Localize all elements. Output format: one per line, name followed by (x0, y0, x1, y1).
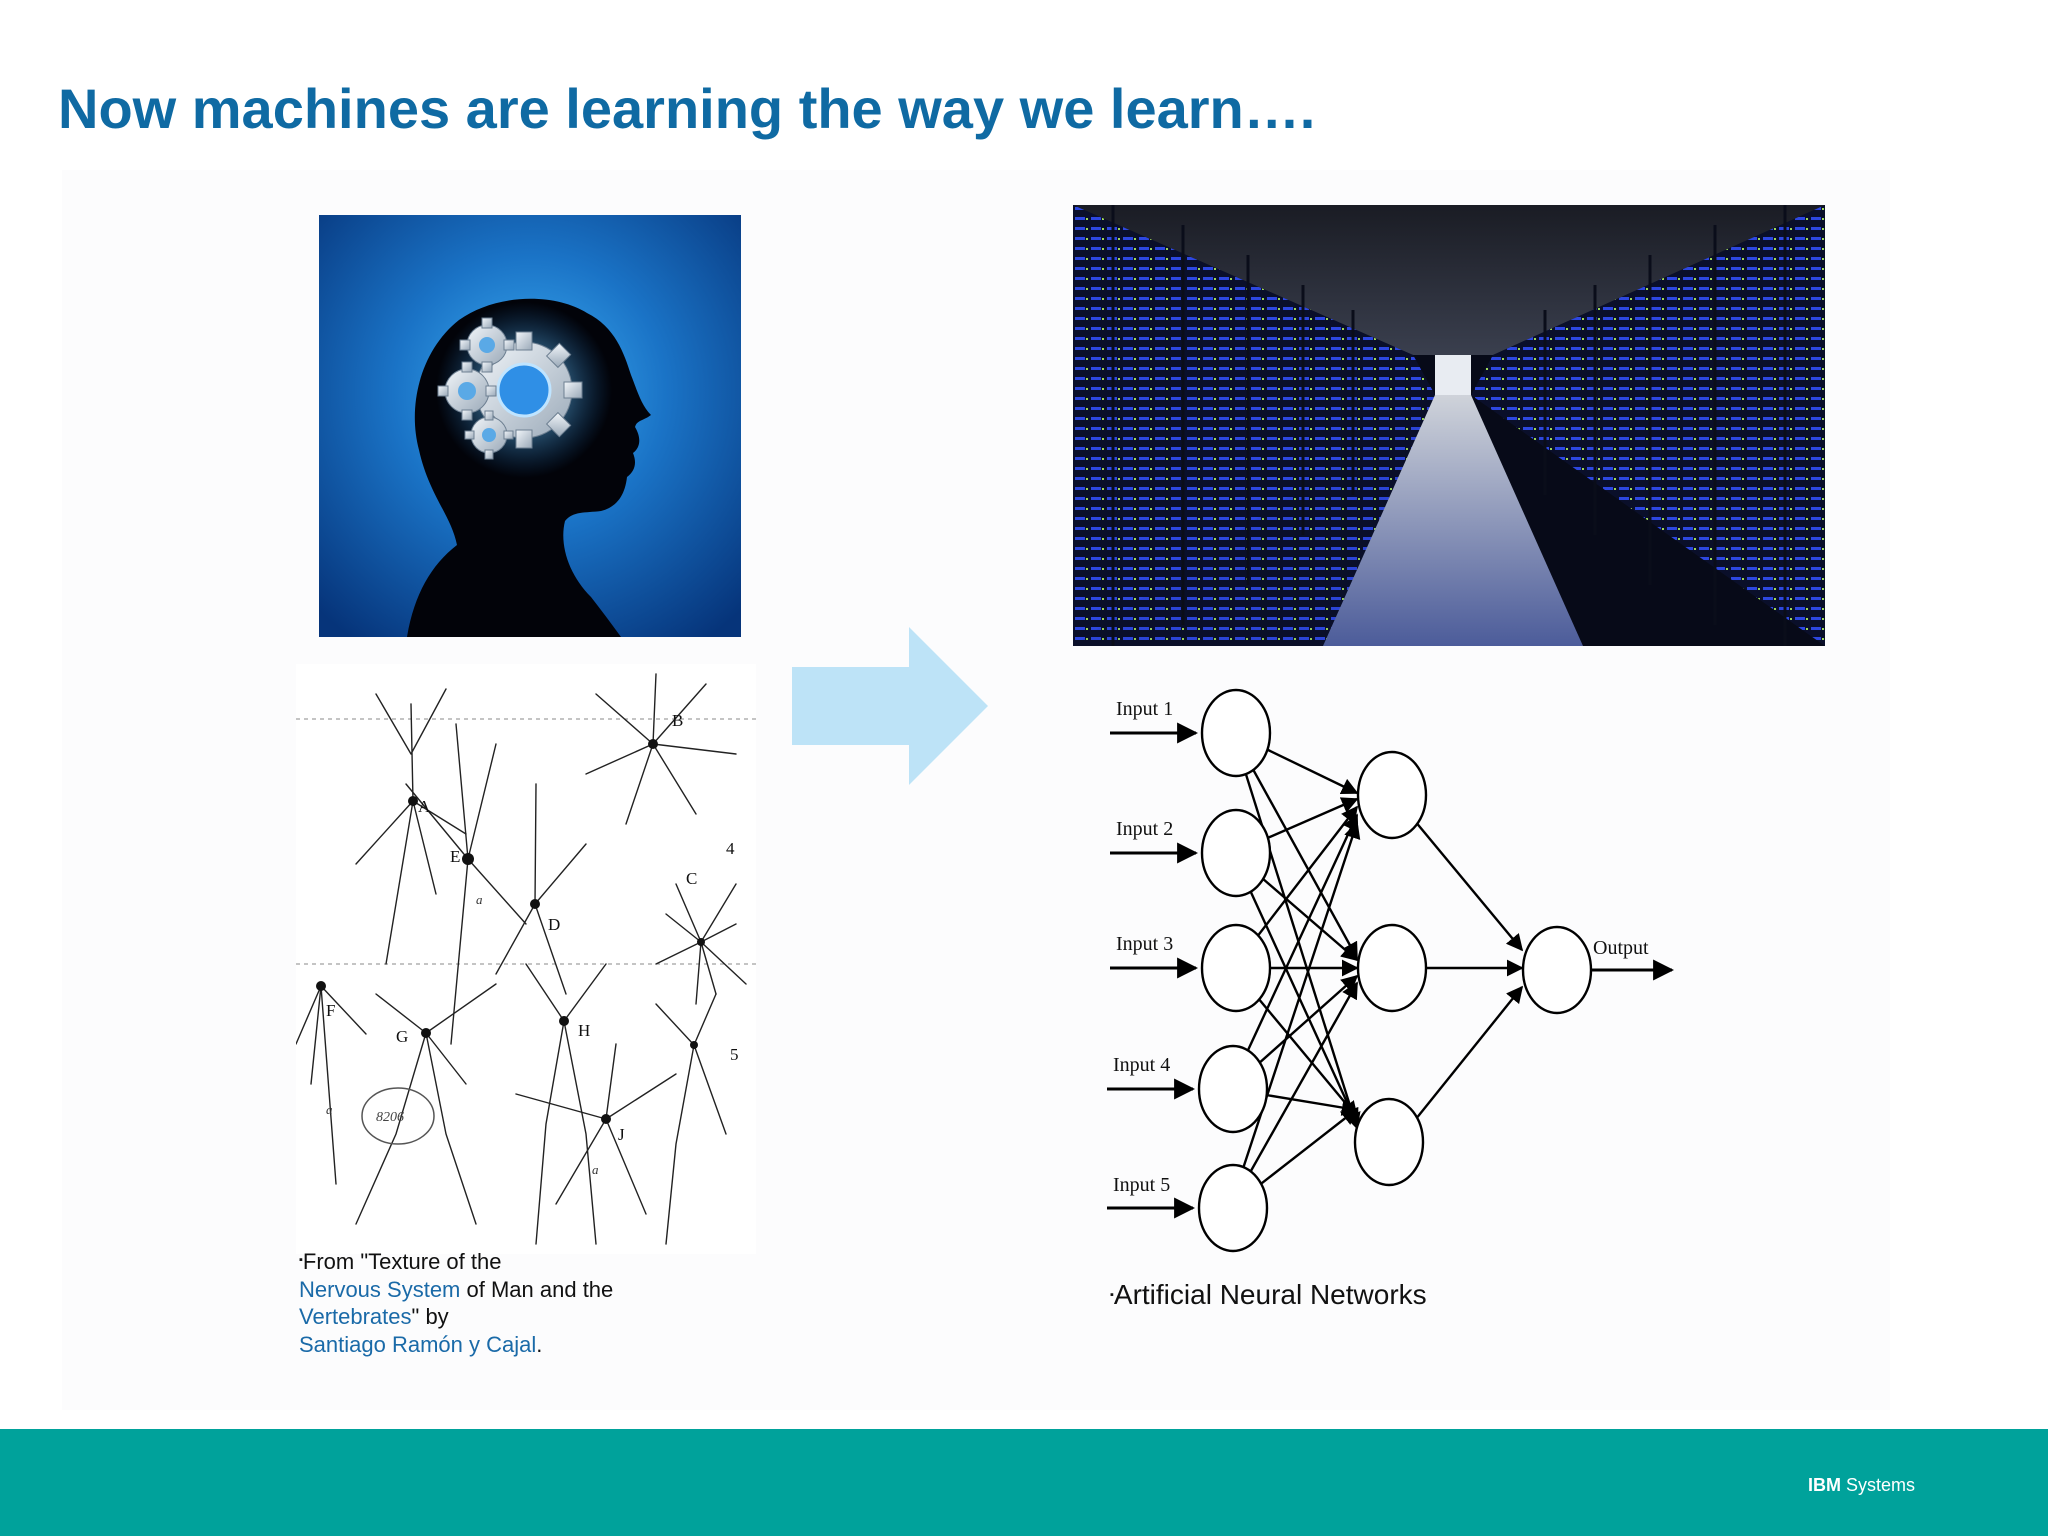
link-nervous-system[interactable]: Nervous System (299, 1276, 461, 1302)
library-stamp: 8206 (361, 1087, 435, 1145)
footer-band (0, 1429, 2048, 1536)
brand-bold: IBM (1808, 1475, 1841, 1495)
neuron-label-d: D (548, 915, 560, 934)
neuron-label-b: B (672, 711, 683, 730)
link-cajal[interactable]: Santiago Ramón y Cajal (299, 1331, 537, 1357)
neuron-label-e: E (450, 847, 460, 866)
neuron-label-g: G (396, 1027, 408, 1046)
neuron-caption: ▪From "Texture of the Nervous System of … (299, 1247, 659, 1358)
link-vertebrates[interactable]: Vertebrates (299, 1304, 412, 1329)
caption-text: Artificial Neural Networks (1113, 1279, 1427, 1310)
input-neuron (1200, 808, 1272, 898)
neuron-label-j: J (618, 1125, 625, 1144)
input-label: Input 3 (1116, 933, 1173, 955)
neuron-drawing: A B C D E F G H J 4 5 a a a 8206 (296, 664, 756, 1254)
svg-text:8206: 8206 (376, 1110, 404, 1125)
neuron-minor-label: a (592, 1162, 599, 1177)
caption-text: From "Texture of the (302, 1249, 502, 1274)
neuron-minor-label: a (476, 892, 483, 907)
slide-title: Now machines are learning the way we lea… (58, 77, 1316, 140)
caption-text: " by (411, 1304, 449, 1329)
neuron-label-c: C (686, 869, 697, 888)
neuron-label-5: 5 (730, 1045, 739, 1064)
neural-network-diagram: Input 1 Input 2 Input 3 Input 4 Input 5 … (1107, 688, 1675, 1253)
hidden-neuron (1353, 1097, 1425, 1187)
hidden-neuron (1356, 923, 1428, 1013)
head-gears-icon (319, 215, 741, 637)
caption-text: . (536, 1331, 543, 1357)
brand-rest: Systems (1841, 1475, 1916, 1495)
hidden-neuron (1356, 750, 1428, 840)
bullet-icon: ▪ (299, 1254, 303, 1266)
neuron-minor-label: a (326, 1102, 333, 1117)
bullet-icon: ▪ (1110, 1289, 1114, 1301)
output-neuron (1521, 925, 1593, 1015)
neuron-label-h: H (578, 1021, 590, 1040)
input-label: Input 2 (1116, 818, 1173, 840)
neuron-label-4: 4 (726, 839, 735, 858)
input-label: Input 5 (1113, 1174, 1170, 1196)
neuron-label-f: F (326, 1001, 335, 1020)
ann-caption: ▪Artificial Neural Networks (1110, 1279, 1427, 1311)
input-neuron (1200, 923, 1272, 1013)
right-arrow-icon (792, 627, 988, 785)
input-neuron (1200, 688, 1272, 778)
neuron-label-a: A (418, 797, 431, 816)
ibm-systems-logo: IBM Systems (1808, 1475, 1915, 1496)
input-label: Input 4 (1113, 1054, 1170, 1076)
input-label: Input 1 (1116, 698, 1173, 720)
caption-text: of Man and the (460, 1276, 614, 1302)
input-neuron (1197, 1044, 1269, 1134)
server-room-image (1073, 205, 1825, 646)
input-neuron (1197, 1163, 1269, 1253)
output-label: Output (1593, 937, 1649, 959)
